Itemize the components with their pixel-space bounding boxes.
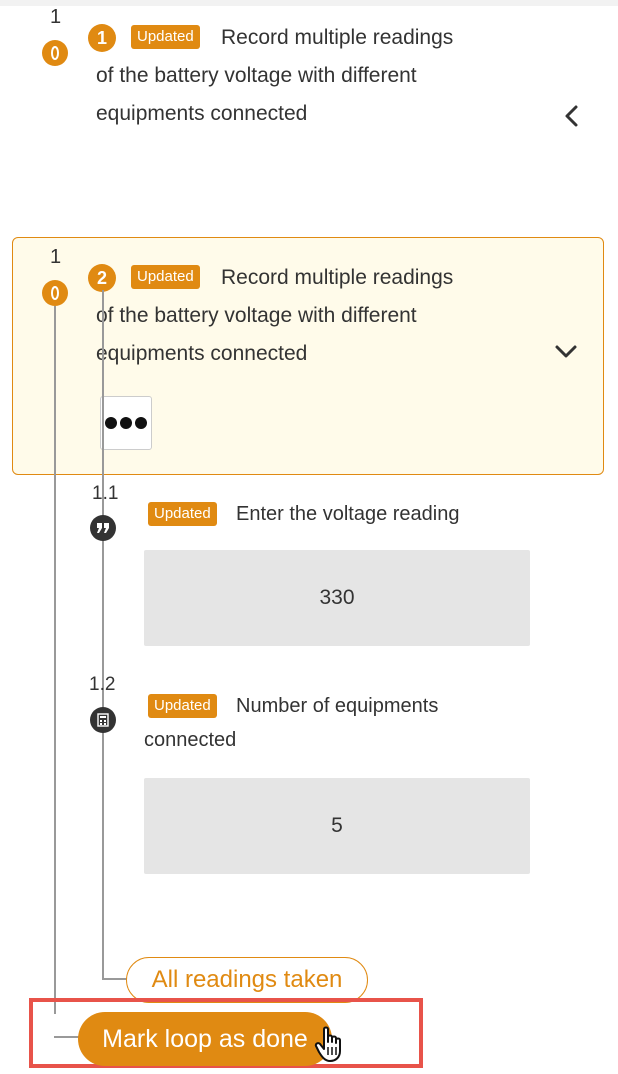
equipment-count-field[interactable]: 5 [144, 778, 530, 874]
chevron-down-icon[interactable] [554, 339, 578, 363]
question-label: Enter the voltage reading [236, 503, 460, 525]
step-title-line2: of the battery voltage with different [96, 304, 417, 327]
loop-icon [42, 280, 68, 306]
voltage-reading-field[interactable]: 330 [144, 550, 530, 646]
step-title-line2: of the battery voltage with different [96, 64, 417, 87]
question-label-line2: connected [144, 729, 237, 751]
more-options-button[interactable] [100, 396, 152, 450]
question-index: 1.2 [89, 674, 116, 695]
inner-loop-line [102, 290, 104, 978]
hand-cursor-icon [314, 1026, 341, 1062]
updated-badge: Updated [131, 265, 200, 289]
updated-badge: Updated [148, 502, 217, 526]
highlight-frame [29, 998, 423, 1068]
quote-icon [90, 515, 116, 541]
chevron-left-icon[interactable] [560, 104, 584, 128]
inner-loop-line-end [102, 978, 128, 980]
question-label: Number of equipments [236, 695, 439, 717]
step-title-line3: equipments connected [96, 102, 308, 125]
updated-badge: Updated [148, 694, 217, 718]
outer-loop-line [54, 306, 56, 1014]
calculator-icon [90, 707, 116, 733]
loop-icon [42, 40, 68, 66]
top-divider [0, 0, 618, 6]
mark-loop-done-button[interactable]: Mark loop as done [78, 1012, 332, 1066]
outer-loop-line-end [54, 1036, 80, 1038]
all-readings-taken-button[interactable]: All readings taken [126, 957, 368, 1003]
question-index: 1.1 [92, 483, 119, 504]
step-title-line3: equipments connected [96, 342, 308, 365]
step-index: 1 [50, 6, 62, 28]
step-index: 1 [50, 246, 62, 268]
updated-badge: Updated [131, 25, 200, 49]
step-title-line1: Record multiple readings [221, 26, 454, 49]
step-title-line1: Record multiple readings [221, 266, 454, 289]
step-number: 1 [88, 24, 116, 52]
step-number: 2 [88, 264, 116, 292]
